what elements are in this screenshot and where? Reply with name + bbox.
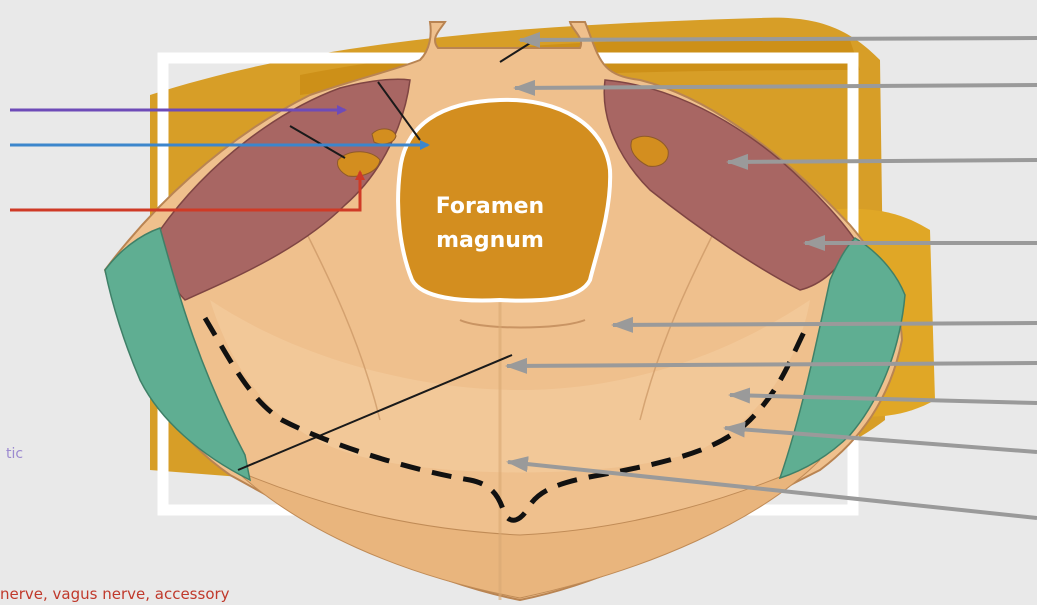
gray-pointer-1 [520, 38, 1037, 40]
gray-pointer-3 [728, 160, 1037, 162]
partial-left-caption: tic [6, 446, 23, 462]
gray-pointer-5 [613, 323, 1037, 325]
left-small-opening [372, 129, 396, 144]
partial-bottom-caption: nerve, vagus nerve, accessory [0, 585, 230, 603]
foramen-label-line2: magnum [400, 224, 580, 258]
foramen-label-line1: Foramen [400, 190, 580, 224]
foramen-magnum-label: Foramen magnum [400, 190, 580, 258]
